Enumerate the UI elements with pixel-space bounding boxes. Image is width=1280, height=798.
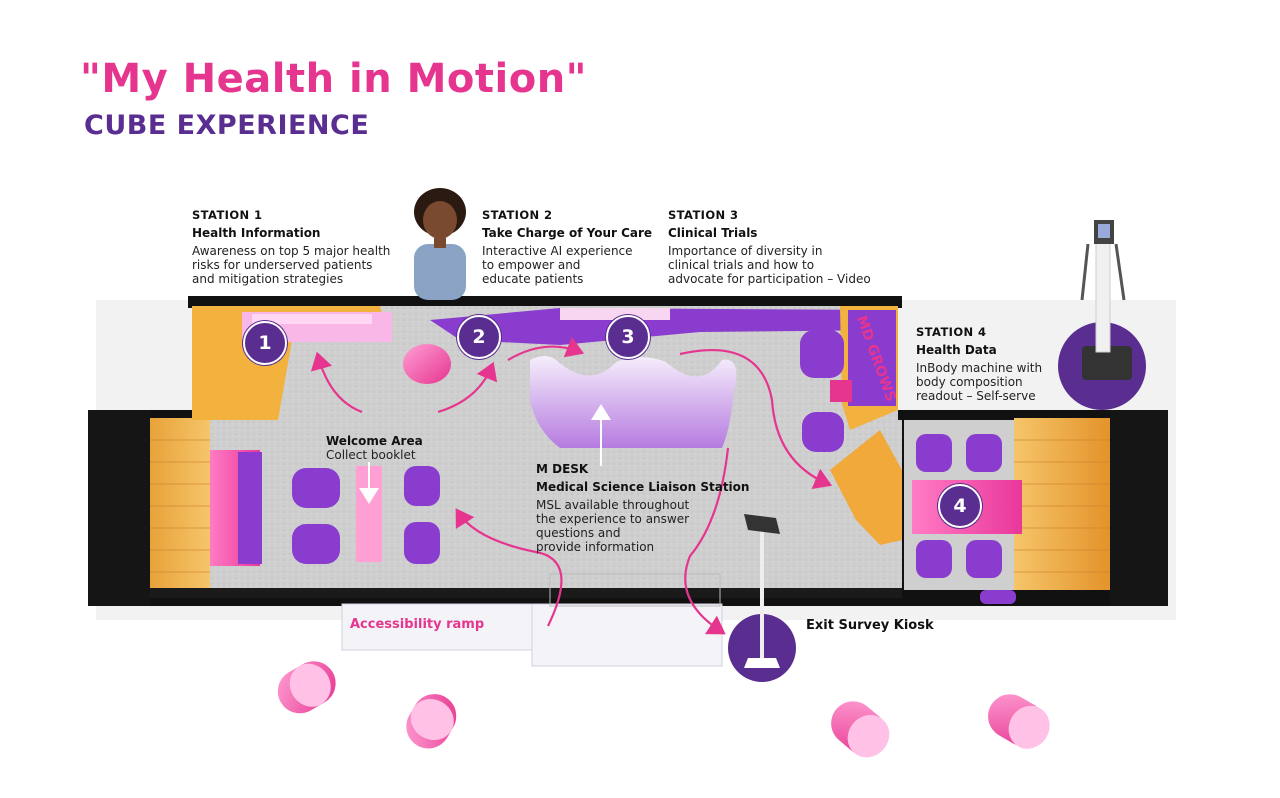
inbody-machine-icon xyxy=(1058,220,1146,410)
welcome-text: Collect booklet xyxy=(326,448,416,462)
flow-arrows xyxy=(310,336,833,635)
upper-room-wall xyxy=(188,296,902,308)
station3-info: STATION 3 Clinical Trials Importance of … xyxy=(668,208,871,286)
md-grows-wall xyxy=(848,310,896,406)
left-back-panel xyxy=(88,410,150,606)
lower-room-floor xyxy=(150,420,902,590)
station1-description: Awareness on top 5 major health risks fo… xyxy=(192,244,391,286)
station1-heading: STATION 1 xyxy=(192,208,263,222)
mdesk-text: MSL available throughout the experience … xyxy=(536,498,690,554)
exit-kiosk-icon xyxy=(728,514,796,682)
m-desk xyxy=(530,356,737,448)
station1-name: Health Information xyxy=(192,226,321,240)
right-wood-slats xyxy=(1014,439,1110,573)
station3-screen xyxy=(560,308,670,320)
station3-badge: 3 xyxy=(606,315,650,359)
station3-description: Importance of diversity in clinical tria… xyxy=(668,244,871,286)
accessibility-ramp-lower xyxy=(531,603,723,667)
welcome-title: Welcome Area xyxy=(326,434,423,448)
station2-stool xyxy=(403,344,451,384)
station3-stool xyxy=(830,380,852,402)
white-pointers xyxy=(359,404,611,504)
station4-heading: STATION 4 xyxy=(916,325,987,339)
station4-name: Health Data xyxy=(916,343,997,357)
station3-name: Clinical Trials xyxy=(668,226,758,240)
left-wood-wall xyxy=(150,418,210,588)
right-wood-wall xyxy=(1014,418,1110,590)
avatar-guide xyxy=(414,188,466,300)
left-wood-slats xyxy=(150,439,210,573)
station2-heading: STATION 2 xyxy=(482,208,553,222)
station2-name: Take Charge of Your Care xyxy=(482,226,653,240)
upper-purple-wall xyxy=(430,308,898,345)
accessibility-ramp-label: Accessibility ramp xyxy=(350,617,485,632)
station2-badge: 2 xyxy=(457,315,501,359)
station1-badge: 1 xyxy=(243,321,287,365)
ramp-step xyxy=(549,573,721,607)
station2-description: Interactive AI experience to empower and… xyxy=(482,244,633,286)
page-subtitle: CUBE EXPERIENCE xyxy=(84,110,370,141)
station4-chairs xyxy=(916,434,1016,604)
station4-description: InBody machine with body composition rea… xyxy=(916,361,1043,403)
pink-cylinders xyxy=(277,661,1050,758)
station1-screen-glow xyxy=(252,314,372,324)
mdesk-subtitle: Medical Science Liaison Station xyxy=(536,480,750,494)
welcome-area-label: Welcome Area Collect booklet xyxy=(326,434,423,462)
station4-info: STATION 4 Health Data InBody machine wit… xyxy=(916,325,1042,403)
welcome-bench-side xyxy=(238,452,262,564)
accessibility-ramp xyxy=(341,603,533,651)
mdesk-label: M DESK Medical Science Liaison Station M… xyxy=(536,462,749,554)
exit-panel xyxy=(830,430,902,545)
station3-chairs xyxy=(800,330,844,452)
station4-badge: 4 xyxy=(938,484,982,528)
right-back-panel xyxy=(1110,410,1168,606)
page-title: "My Health in Motion" xyxy=(80,56,588,102)
mdesk-title: M DESK xyxy=(536,462,589,476)
station2-info: STATION 2 Take Charge of Your Care Inter… xyxy=(482,208,652,286)
station1-info: STATION 1 Health Information Awareness o… xyxy=(192,208,390,286)
welcome-chairs xyxy=(292,466,440,564)
exit-kiosk-label: Exit Survey Kiosk xyxy=(806,618,934,633)
front-edge xyxy=(150,588,902,598)
station3-heading: STATION 3 xyxy=(668,208,739,222)
